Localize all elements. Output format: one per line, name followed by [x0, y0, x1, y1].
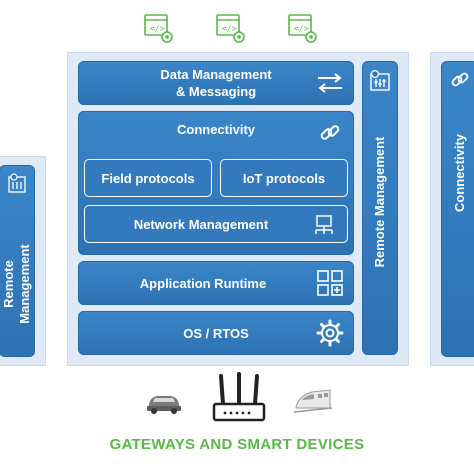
top-app-icon-1: </>	[143, 12, 175, 44]
application-runtime-block: Application Runtime	[78, 261, 354, 305]
network-management-label: Network Management	[133, 216, 269, 232]
application-runtime-label: Application Runtime	[139, 275, 267, 291]
right-link-icon	[449, 69, 471, 91]
connectivity-label: Connectivity	[176, 122, 255, 137]
left-remote-management-label: Remote Management	[1, 244, 32, 324]
car-icon	[147, 396, 181, 414]
field-protocols-box: Field protocols	[84, 159, 212, 197]
app-settings-icon: </>	[144, 14, 173, 43]
network-management-box: Network Management	[84, 205, 348, 243]
gear-icon	[316, 319, 344, 347]
right-panel: Connectivity	[430, 52, 474, 366]
network-icon	[313, 214, 335, 236]
arrows-icon	[316, 71, 344, 95]
devices-caption: GATEWAYS AND SMART DEVICES	[109, 436, 365, 453]
router-icon	[212, 372, 266, 422]
car-icon	[144, 390, 184, 416]
router-icon	[211, 372, 267, 426]
os-rtos-block: OS / RTOS	[78, 311, 354, 355]
iot-protocols-label: IoT protocols	[242, 170, 326, 186]
link-icon	[451, 72, 469, 87]
main-stack-panel: Data Management & Messaging Connectivity…	[67, 52, 409, 366]
remote-settings-icon	[8, 173, 26, 193]
svg-text:</>: </>	[150, 24, 165, 33]
connectivity-block: Connectivity Field protocols IoT protoco…	[78, 111, 354, 255]
right-connectivity-label: Connectivity	[452, 134, 467, 213]
os-rtos-label: OS / RTOS	[183, 325, 249, 341]
gear-icon	[316, 319, 344, 347]
right-connectivity-block: Connectivity	[441, 61, 474, 357]
remote-management-label: Remote Management	[372, 136, 387, 268]
left-remote-management-block: Remote Management	[0, 165, 35, 357]
exchange-arrows-icon	[318, 73, 342, 93]
app-settings-icon: </>	[288, 14, 317, 43]
svg-text:</>: </>	[294, 24, 309, 33]
iot-protocols-box: IoT protocols	[220, 159, 348, 197]
left-remote-icon	[7, 173, 29, 195]
data-management-label: Data Management & Messaging	[160, 67, 272, 99]
remote-management-block: Remote Management	[362, 61, 398, 355]
remote-settings-icon	[370, 69, 390, 91]
remote-settings-icon	[368, 69, 392, 93]
top-app-icon-2: </>	[215, 12, 247, 44]
svg-text:</>: </>	[222, 24, 237, 33]
app-settings-icon: </>	[216, 14, 245, 43]
left-panel: Remote Management	[0, 156, 46, 366]
link-icon	[318, 121, 342, 145]
data-management-block: Data Management & Messaging	[78, 61, 354, 105]
link-icon	[320, 125, 340, 140]
top-app-icon-3: </>	[287, 12, 319, 44]
apps-grid-icon	[317, 270, 343, 296]
apps-grid-icon	[316, 269, 344, 297]
train-icon	[293, 389, 333, 413]
network-icon	[315, 215, 333, 234]
train-icon	[292, 386, 334, 418]
field-protocols-label: Field protocols	[101, 170, 195, 186]
